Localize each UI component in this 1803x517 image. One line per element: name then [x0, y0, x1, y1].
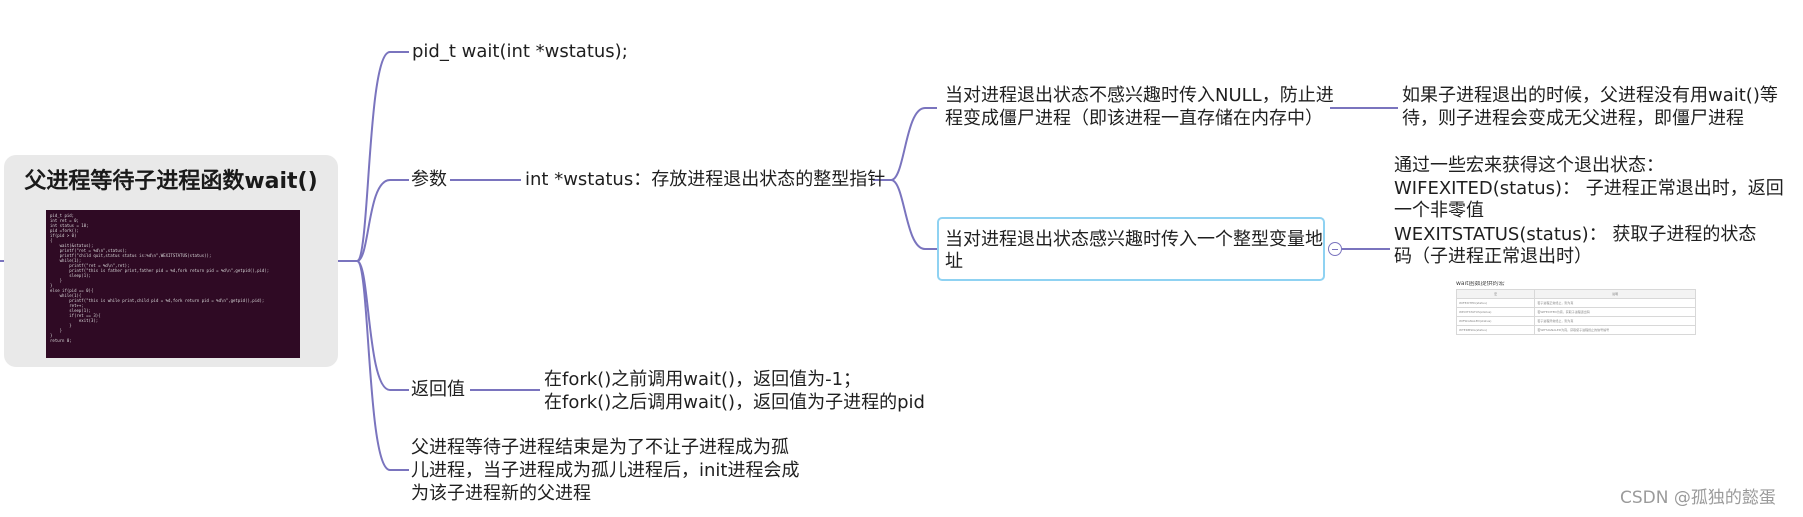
code-line: int ret = 0; [50, 218, 79, 223]
code-line: } [50, 283, 53, 288]
macro-table-cell: WEXITSTATUS(status) [1456, 307, 1536, 317]
code-screenshot: pid_t pid;int ret = 0;int status = 10;pi… [46, 210, 300, 358]
connector-to-return [356, 260, 409, 391]
summary-line-1: 父进程等待子进程结束是为了不让子进程成为孤 [411, 437, 789, 458]
code-line: if(pid > 0) [50, 233, 77, 238]
macro-table-cell: 若WIFEXITED为真，获取子进程退出码 [1534, 307, 1696, 317]
param-description[interactable]: int *wstatus：存放进程退出状态的整型指针 [525, 169, 886, 190]
summary-line-3: 为该子进程新的父进程 [411, 483, 591, 504]
macro-table-cell: WIFSIGNALED(status) [1456, 316, 1536, 326]
case-addr-note-line-4: WEXITSTATUS(status)： 获取子进程的状态 [1394, 224, 1757, 245]
code-line: int status = 10; [50, 223, 89, 228]
code-line: printf("child quit,status status is:%d\n… [50, 253, 212, 258]
root-node[interactable]: 父进程等待子进程函数wait() pid_t pid;int ret = 0;i… [4, 155, 338, 367]
code-line: sleep(1); [50, 273, 91, 278]
macro-table-title: wait函数提供的宏 [1456, 281, 1505, 287]
connector-to-summary [356, 260, 409, 471]
macro-table-cell: 若子进程异常终止，则为真 [1534, 316, 1696, 326]
connector-to-case-null [890, 107, 937, 181]
code-line: exit(3); [50, 318, 99, 323]
code-line: printf("ret = %d\n",status); [50, 248, 128, 253]
selected-node-highlight[interactable] [937, 217, 1325, 281]
case-addr-note-line-1: 通过一些宏来获得这个退出状态： [1394, 155, 1664, 176]
connector-to-signature [356, 51, 409, 262]
code-line: if(ret == 3){ [50, 313, 101, 318]
macro-table-header: 说明 [1534, 289, 1696, 299]
case-addr-note-line-5: 码（子进程正常退出时） [1394, 246, 1592, 267]
return-value-line-1: 在fork()之前调用wait()，返回值为-1； [544, 369, 862, 390]
table-row: WIFEXITED(status) 若子进程正常终止，则为真 [1456, 298, 1696, 308]
branch-signature[interactable]: pid_t wait(int *wstatus); [412, 41, 628, 62]
connector-to-params [356, 179, 409, 262]
macro-table-cell: 若子进程正常终止，则为真 [1534, 298, 1696, 308]
code-line: } [50, 328, 63, 333]
case-null-line-2: 程变成僵尸进程（即该进程一直存储在内存中） [945, 108, 1323, 129]
branch-params[interactable]: 参数 [411, 169, 447, 190]
macro-table-cell: WIFEXITED(status) [1456, 298, 1536, 308]
return-value-line-2: 在fork()之后调用wait()，返回值为子进程的pid [544, 392, 925, 413]
code-line: } [50, 278, 63, 283]
root-title: 父进程等待子进程函数wait() [24, 169, 318, 194]
case-null-note-line-1: 如果子进程退出的时候，父进程没有用wait()等 [1402, 85, 1778, 106]
branch-return-value[interactable]: 返回值 [411, 379, 465, 400]
code-line: pid =fork(); [50, 228, 79, 233]
code-line: ret++; [50, 303, 84, 308]
macro-table-cell: WTERMSIG(status) [1456, 325, 1536, 335]
case-addr-note-line-3: 一个非零值 [1394, 200, 1484, 221]
code-line: while(1){ [50, 293, 82, 298]
summary-line-2: 儿进程，当子进程成为孤儿进程后，init进程会成 [411, 460, 800, 481]
code-line: return 0; [50, 338, 72, 343]
case-addr-note-line-2: WIFEXITED(status)： 子进程正常退出时，返回 [1394, 178, 1784, 199]
table-row: WIFSIGNALED(status) 若子进程异常终止，则为真 [1456, 316, 1696, 326]
code-line: wait(&status); [50, 243, 94, 248]
code-line: else if(pid == 0){ [50, 288, 94, 293]
case-addr-line-1: 当对进程退出状态感兴趣时传入一个整型变量地 [945, 229, 1323, 250]
code-line: printf("ret = %d\n",ret); [50, 263, 130, 268]
code-line: while(1); [50, 258, 82, 263]
code-line: sleep(1); [50, 308, 91, 313]
code-line: { [50, 238, 53, 243]
table-row: WEXITSTATUS(status) 若WIFEXITED为真，获取子进程退出… [1456, 307, 1696, 317]
code-line: } [50, 323, 72, 328]
case-addr-line-2: 址 [945, 251, 963, 272]
watermark: CSDN @孤独的懿蛋 [1620, 488, 1776, 508]
case-null-line-1: 当对进程退出状态不感兴趣时传入NULL，防止进 [945, 85, 1334, 106]
macro-table-cell: 若WIFSIGNALED为真，获取使子进程终止的信号编号 [1534, 325, 1696, 335]
macro-table-image: wait函数提供的宏 宏 说明 WIFEXITED(status) 若子进程正常… [1456, 281, 1700, 345]
macro-table: 宏 说明 WIFEXITED(status) 若子进程正常终止，则为真 WEXI… [1456, 289, 1696, 335]
macro-table-header: 宏 [1456, 289, 1536, 299]
code-line: pid_t pid; [50, 213, 75, 218]
case-null-note-line-2: 待，则子进程会变成无父进程，即僵尸进程 [1402, 108, 1744, 129]
code-line: } [50, 333, 53, 338]
code-line: printf("this is while print,child pid = … [50, 298, 265, 303]
code-line: printf("this is father print,father pid … [50, 268, 270, 273]
connector-to-case-addr [890, 179, 937, 250]
table-row: WTERMSIG(status) 若WIFSIGNALED为真，获取使子进程终止… [1456, 325, 1696, 335]
collapse-toggle-icon[interactable] [1328, 242, 1342, 256]
